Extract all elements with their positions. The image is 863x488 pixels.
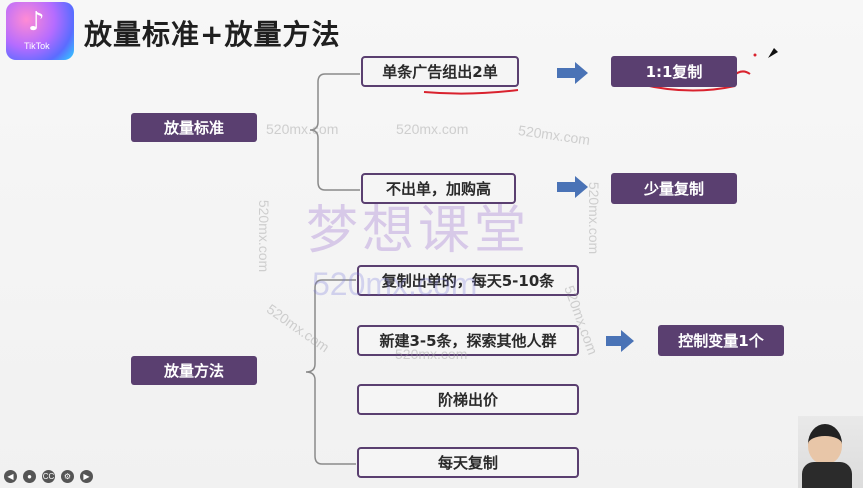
- action-box: 1:1复制: [611, 56, 737, 87]
- arrow-icon: [606, 330, 634, 352]
- method-box: 新建3-5条，探索其他人群: [357, 325, 579, 356]
- page-title: 放量标准+放量方法: [84, 18, 341, 51]
- action-box: 少量复制: [611, 173, 737, 204]
- standard-brace: [309, 73, 360, 191]
- player-controls: ◀ ● CC ⚙ ▶: [4, 470, 93, 483]
- webcam-overlay: [798, 416, 863, 488]
- settings-icon[interactable]: ⚙: [61, 470, 74, 483]
- tiktok-logo: ♪ TikTok: [6, 2, 74, 60]
- method-box: 复制出单的，每天5-10条: [357, 265, 579, 296]
- underline-annotation: [423, 89, 519, 95]
- condition-box: 不出单，加购高: [361, 173, 516, 204]
- presenter-body: [802, 462, 852, 488]
- method-box: 每天复制: [357, 447, 579, 478]
- condition-box: 单条广告组出2单: [361, 56, 519, 87]
- method-brace: [305, 279, 356, 465]
- next-icon[interactable]: ▶: [80, 470, 93, 483]
- category-standard: 放量标准: [131, 113, 257, 142]
- presenter-head: [808, 424, 842, 464]
- prev-icon[interactable]: ◀: [4, 470, 17, 483]
- cc-icon[interactable]: CC: [42, 470, 55, 483]
- arrow-icon: [557, 62, 588, 84]
- logo-text: TikTok: [24, 41, 50, 51]
- tiktok-icon: ♪: [28, 7, 45, 37]
- action-box: 控制变量1个: [658, 325, 784, 356]
- person-icon[interactable]: ●: [23, 470, 36, 483]
- arrow-icon: [557, 176, 588, 198]
- method-box: 阶梯出价: [357, 384, 579, 415]
- pen-cursor-icon: [753, 48, 778, 58]
- category-method: 放量方法: [131, 356, 257, 385]
